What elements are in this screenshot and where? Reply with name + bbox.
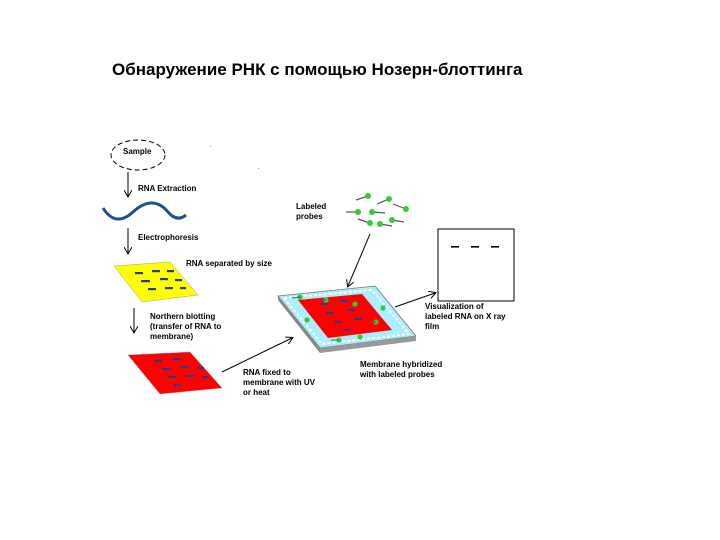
label-sample: Sample	[123, 147, 152, 156]
arrow-probes	[348, 233, 371, 286]
label-separated: RNA separated by size	[186, 259, 272, 268]
label-labeled-probes: Labeled probes	[296, 202, 327, 221]
membrane-fixed	[127, 351, 223, 395]
arrow-to-film	[394, 293, 435, 308]
label-rna-fixed: RNA fixed to membrane with UV or heat	[243, 368, 316, 397]
label-northern-blotting: Northern blotting (transfer of RNA to me…	[150, 312, 222, 341]
film-bands	[451, 246, 499, 248]
arrow-to-hybridization	[221, 338, 292, 373]
label-electrophoresis: Electrophoresis	[138, 233, 199, 242]
sample-tube	[110, 139, 166, 171]
xray-film	[437, 228, 515, 302]
gel-bands	[135, 270, 186, 291]
page-title: Обнаружение РНК с помощью Нозерн-блоттин…	[112, 60, 523, 79]
membrane-fixed-bands	[154, 358, 208, 386]
tray-liquid-edge	[282, 288, 411, 346]
rna-strand	[101, 201, 187, 221]
label-hybridized: Membrane hybridized with labeled probes	[360, 360, 443, 379]
membrane-hybridized-bands	[320, 300, 362, 331]
label-rna-extraction: RNA Extraction	[138, 184, 197, 193]
probes-cluster	[346, 193, 409, 227]
label-visualization: Visualization of labeled RNA on X ray fi…	[425, 302, 506, 331]
